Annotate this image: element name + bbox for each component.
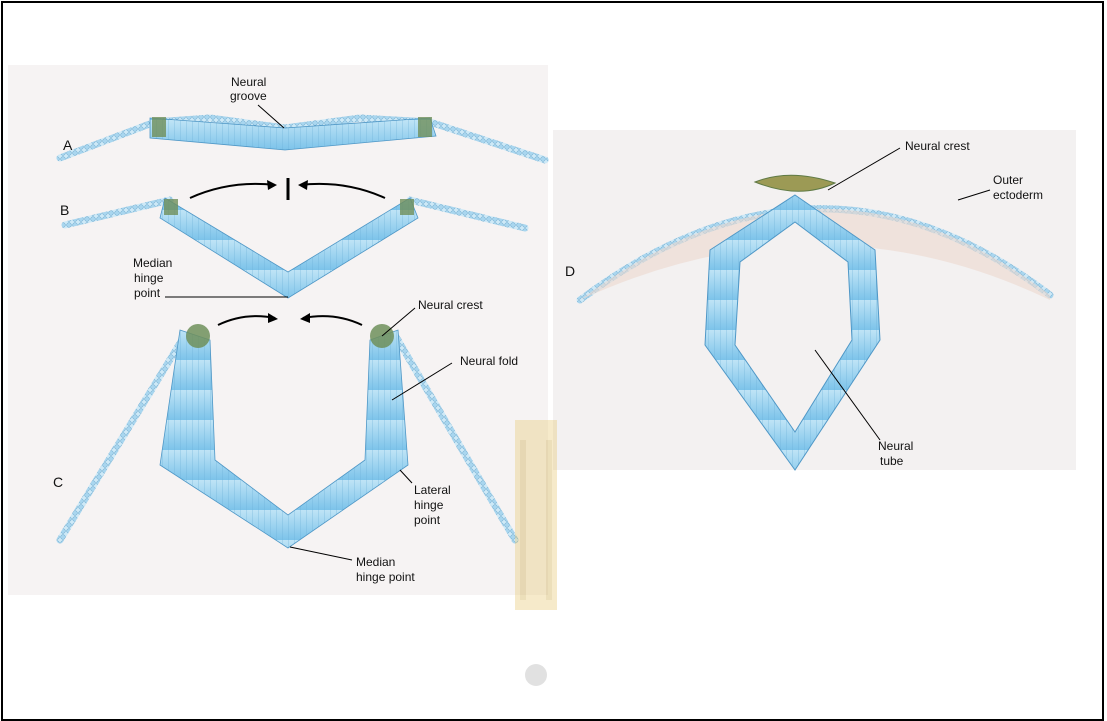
neural-crest-left-label: Neural crest (418, 298, 483, 312)
stage-d-label: D (565, 263, 575, 279)
lateral-hinge-1: Lateral (414, 483, 451, 497)
neural-groove-label-1: Neural (231, 75, 266, 89)
lateral-hinge-3: point (414, 513, 441, 527)
median-hinge-top-2: hinge (134, 271, 164, 285)
outer-ectoderm-1: Outer (993, 173, 1023, 187)
neural-groove-label-2: groove (230, 89, 267, 103)
median-hinge-top-3: point (134, 286, 161, 300)
neural-fold-label: Neural fold (460, 354, 518, 368)
outer-ectoderm-2: ectoderm (993, 188, 1043, 202)
neural-tube-1: Neural (878, 439, 913, 453)
neural-crest-right-label: Neural crest (905, 139, 970, 153)
median-hinge-top-1: Median (133, 256, 172, 270)
watermark-logo (515, 420, 557, 686)
stage-b-label: B (60, 202, 69, 218)
stage-c-label: C (53, 474, 63, 490)
median-hinge-bottom-2: hinge point (356, 570, 415, 584)
neurulation-diagram: A B C Neural groove Median hinge point N… (0, 0, 1107, 688)
stage-a-label: A (63, 137, 73, 153)
neural-tube-2: tube (880, 454, 904, 468)
median-hinge-bottom-1: Median (356, 555, 395, 569)
lateral-hinge-2: hinge (414, 498, 444, 512)
